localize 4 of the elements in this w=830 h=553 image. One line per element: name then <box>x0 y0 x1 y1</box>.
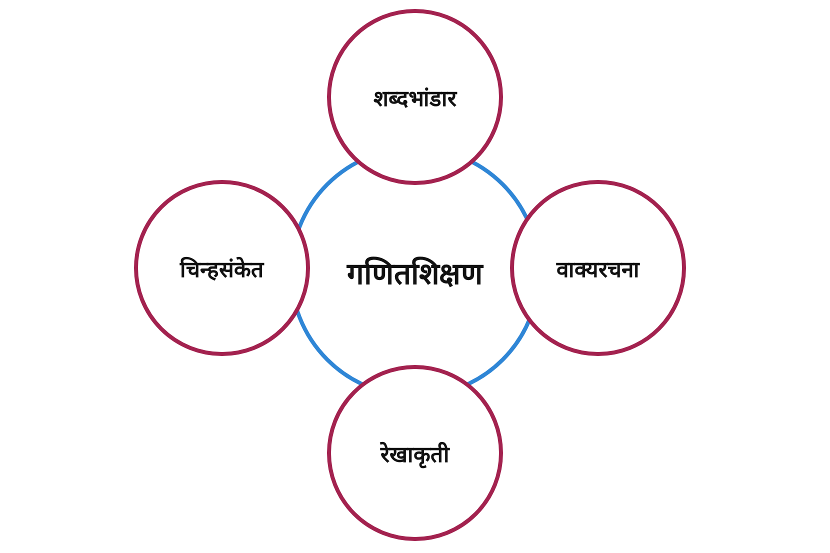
topic-circle: शब्दभांडार <box>327 9 503 185</box>
topic-circle: वाक्यरचना <box>510 180 686 356</box>
topic-circle: रेखाकृती <box>327 365 503 541</box>
topic-circle: चिन्हसंकेत <box>134 180 310 356</box>
